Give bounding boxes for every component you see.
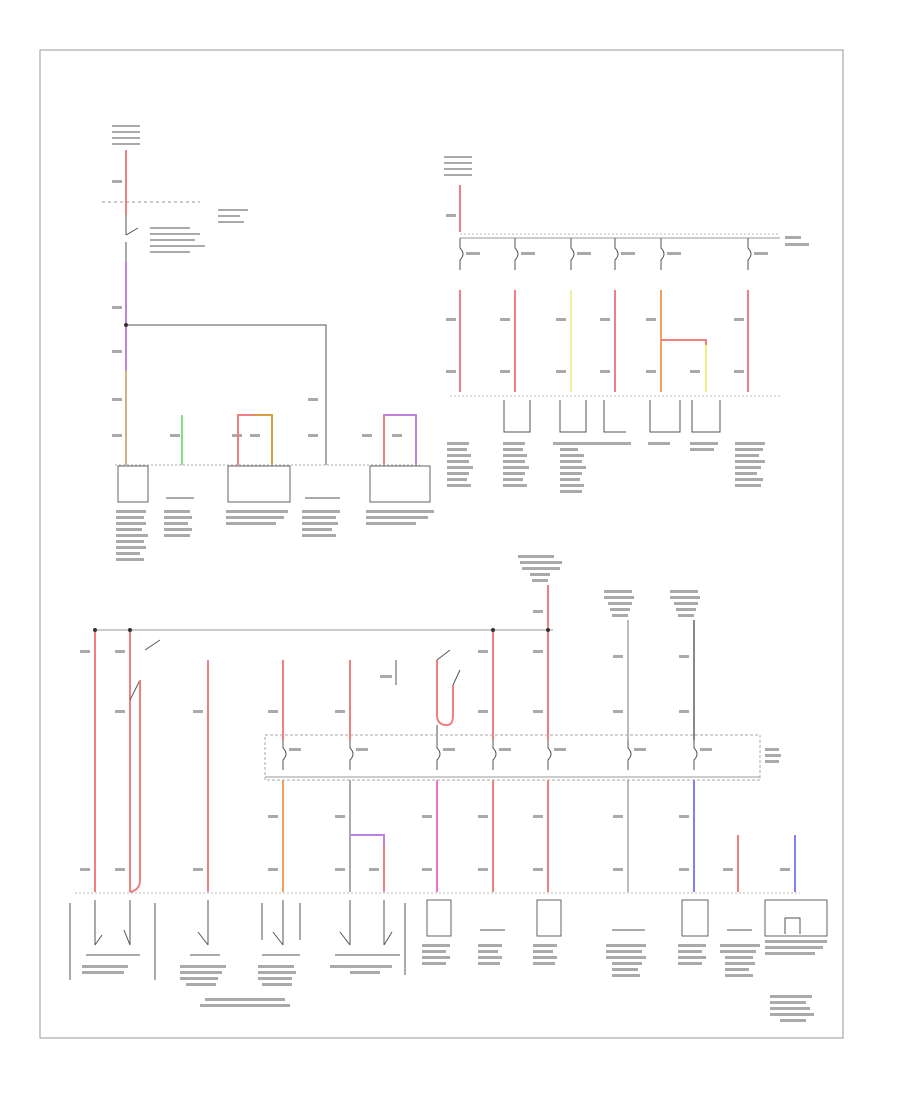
source-label-top-right [444, 156, 472, 176]
component-captions-tr [447, 442, 765, 493]
component-stubs-tr [503, 400, 721, 433]
relay-switch-tl [125, 209, 248, 262]
component-box-b6 [426, 899, 452, 937]
top-right-fuse-block [444, 156, 809, 493]
wire-tags-bottom [80, 610, 790, 871]
component-box-2 [227, 465, 291, 503]
fuse-column-5 [660, 238, 707, 392]
fuse-column-3 [570, 238, 591, 392]
fuse-column-1 [459, 238, 480, 392]
fuse-box-bottom [264, 734, 761, 781]
switch-component-2 [190, 900, 220, 956]
source-labels-bottom [518, 555, 700, 617]
fuse-column-2 [514, 238, 535, 392]
wire-loop-red-orange [237, 414, 272, 465]
top-left-circuit [102, 125, 434, 561]
fuse-column-4 [614, 238, 635, 392]
wire-loop-violet [383, 414, 417, 465]
switch-component-3 [261, 900, 301, 956]
component-box-b12 [764, 899, 828, 937]
switch-component-1 [69, 900, 156, 980]
wire-branch-tl [126, 324, 327, 465]
switch-component-4 [335, 900, 406, 975]
wire-tags-tl [112, 180, 402, 437]
wire-red-loop-b6 [436, 660, 454, 727]
diagram-border [39, 49, 844, 1039]
wire-tags-tr [446, 318, 744, 373]
component-box-b8 [536, 899, 562, 937]
component-box-1 [117, 465, 149, 503]
wire-violet-b5 [350, 834, 385, 892]
fuses-bottom [282, 740, 781, 770]
fuse-column-6 [747, 238, 768, 392]
source-label-top-left [112, 125, 140, 145]
component-box-b10 [681, 899, 709, 937]
component-captions-tl [116, 510, 434, 561]
component-box-3 [369, 465, 431, 503]
bottom-circuit [69, 555, 828, 1022]
component-captions-bottom [82, 940, 827, 1022]
